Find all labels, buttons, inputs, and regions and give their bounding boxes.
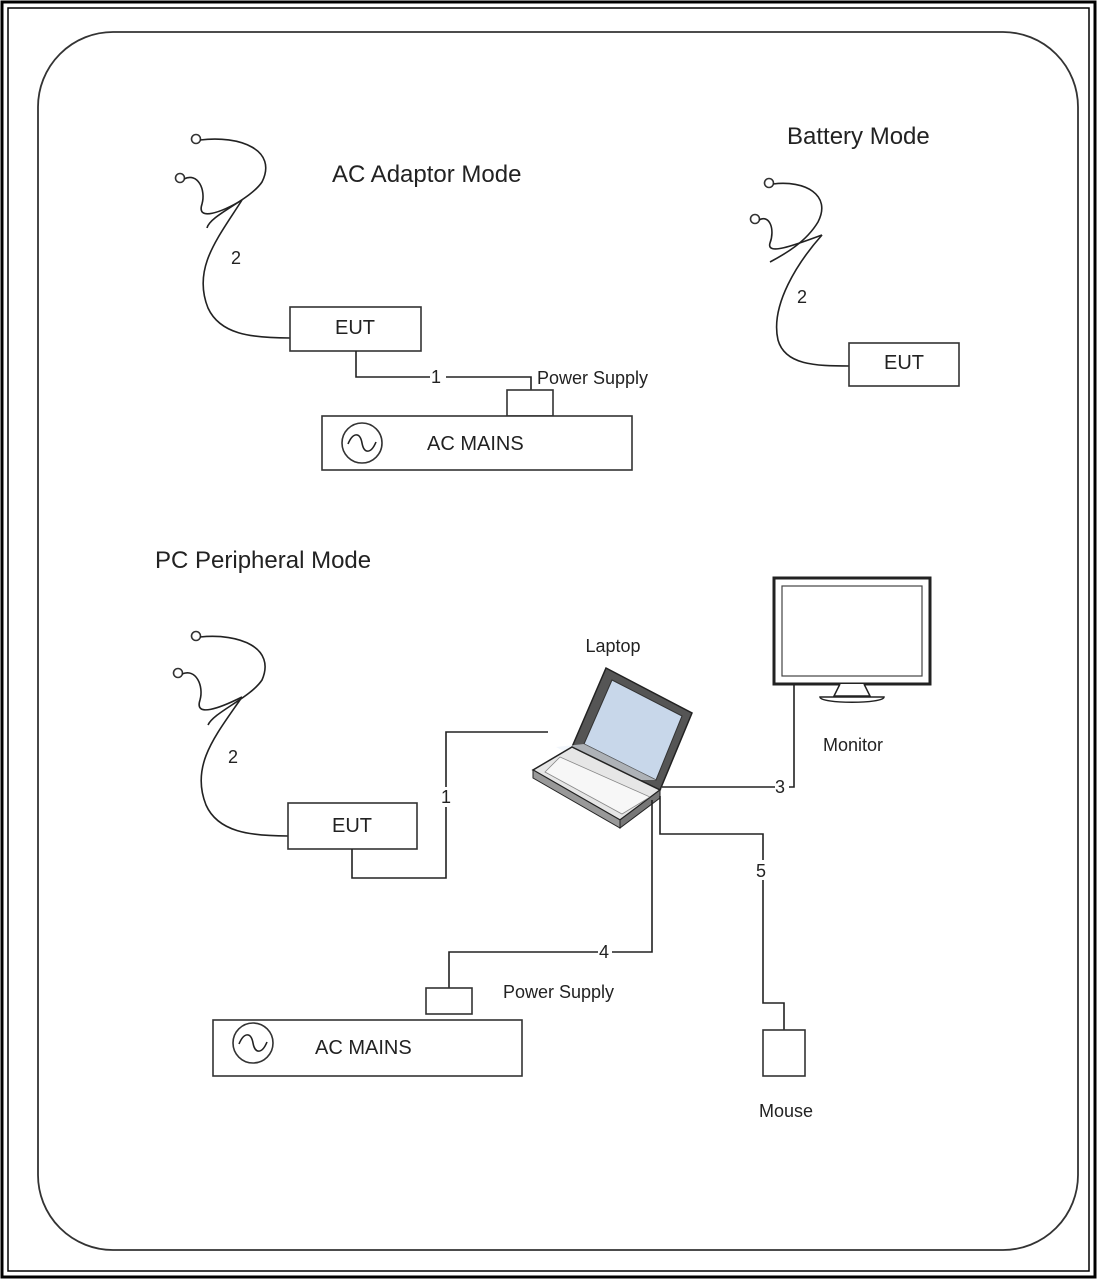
pc-cable-2-label: 2	[228, 747, 238, 767]
pc-cable-5	[659, 796, 764, 860]
earphone-icon	[749, 177, 851, 367]
ac-adaptor-power-supply-label: Power Supply	[537, 368, 648, 388]
ac-adaptor-cable-1-label: 1	[431, 367, 441, 387]
mouse-label: Mouse	[759, 1101, 813, 1121]
battery-eut-box	[848, 342, 960, 387]
earphone-icon	[172, 630, 289, 837]
ac-adaptor-mode-title: AC Adaptor Mode	[332, 161, 521, 188]
monitor-label: Monitor	[823, 735, 883, 755]
mouse-icon	[762, 1029, 806, 1077]
inner-frame	[7, 7, 1090, 1272]
ac-source-icon	[341, 422, 383, 464]
pc-cable-3-label: 3	[775, 777, 785, 797]
pc-mains-label: AC MAINS	[315, 1037, 412, 1059]
pc-cable-4	[612, 800, 653, 953]
ac-adaptor-mains-label: AC MAINS	[427, 433, 524, 455]
ac-adaptor-cable-1	[355, 351, 430, 378]
pc-power-supply	[425, 987, 473, 1015]
battery-eut-label: EUT	[884, 352, 924, 374]
ac-adaptor-eut-label: EUT	[335, 317, 375, 339]
monitor-icon	[772, 576, 932, 703]
pc-peripheral-mode-title: PC Peripheral Mode	[155, 547, 371, 574]
earphone-icon	[174, 133, 291, 339]
battery-cable-2-label: 2	[797, 287, 807, 307]
pc-eut-box	[287, 802, 418, 850]
pc-cable-1	[351, 731, 548, 879]
ac-source-icon	[232, 1022, 274, 1064]
pc-power-supply-label: Power Supply	[503, 982, 614, 1002]
laptop-label: Laptop	[585, 636, 640, 656]
pc-cable-4-label: 4	[599, 942, 609, 962]
laptop-icon	[531, 666, 693, 829]
pc-cable-5-label: 5	[756, 861, 766, 881]
battery-mode-title: Battery Mode	[787, 123, 930, 150]
ac-adaptor-cable-2-label: 2	[231, 248, 241, 268]
pc-eut-label: EUT	[332, 815, 372, 837]
diagram-panel	[37, 31, 1079, 1251]
ac-adaptor-eut-box	[289, 306, 422, 352]
pc-cable-1-label: 1	[441, 787, 451, 807]
ac-adaptor-power-supply	[506, 389, 554, 417]
